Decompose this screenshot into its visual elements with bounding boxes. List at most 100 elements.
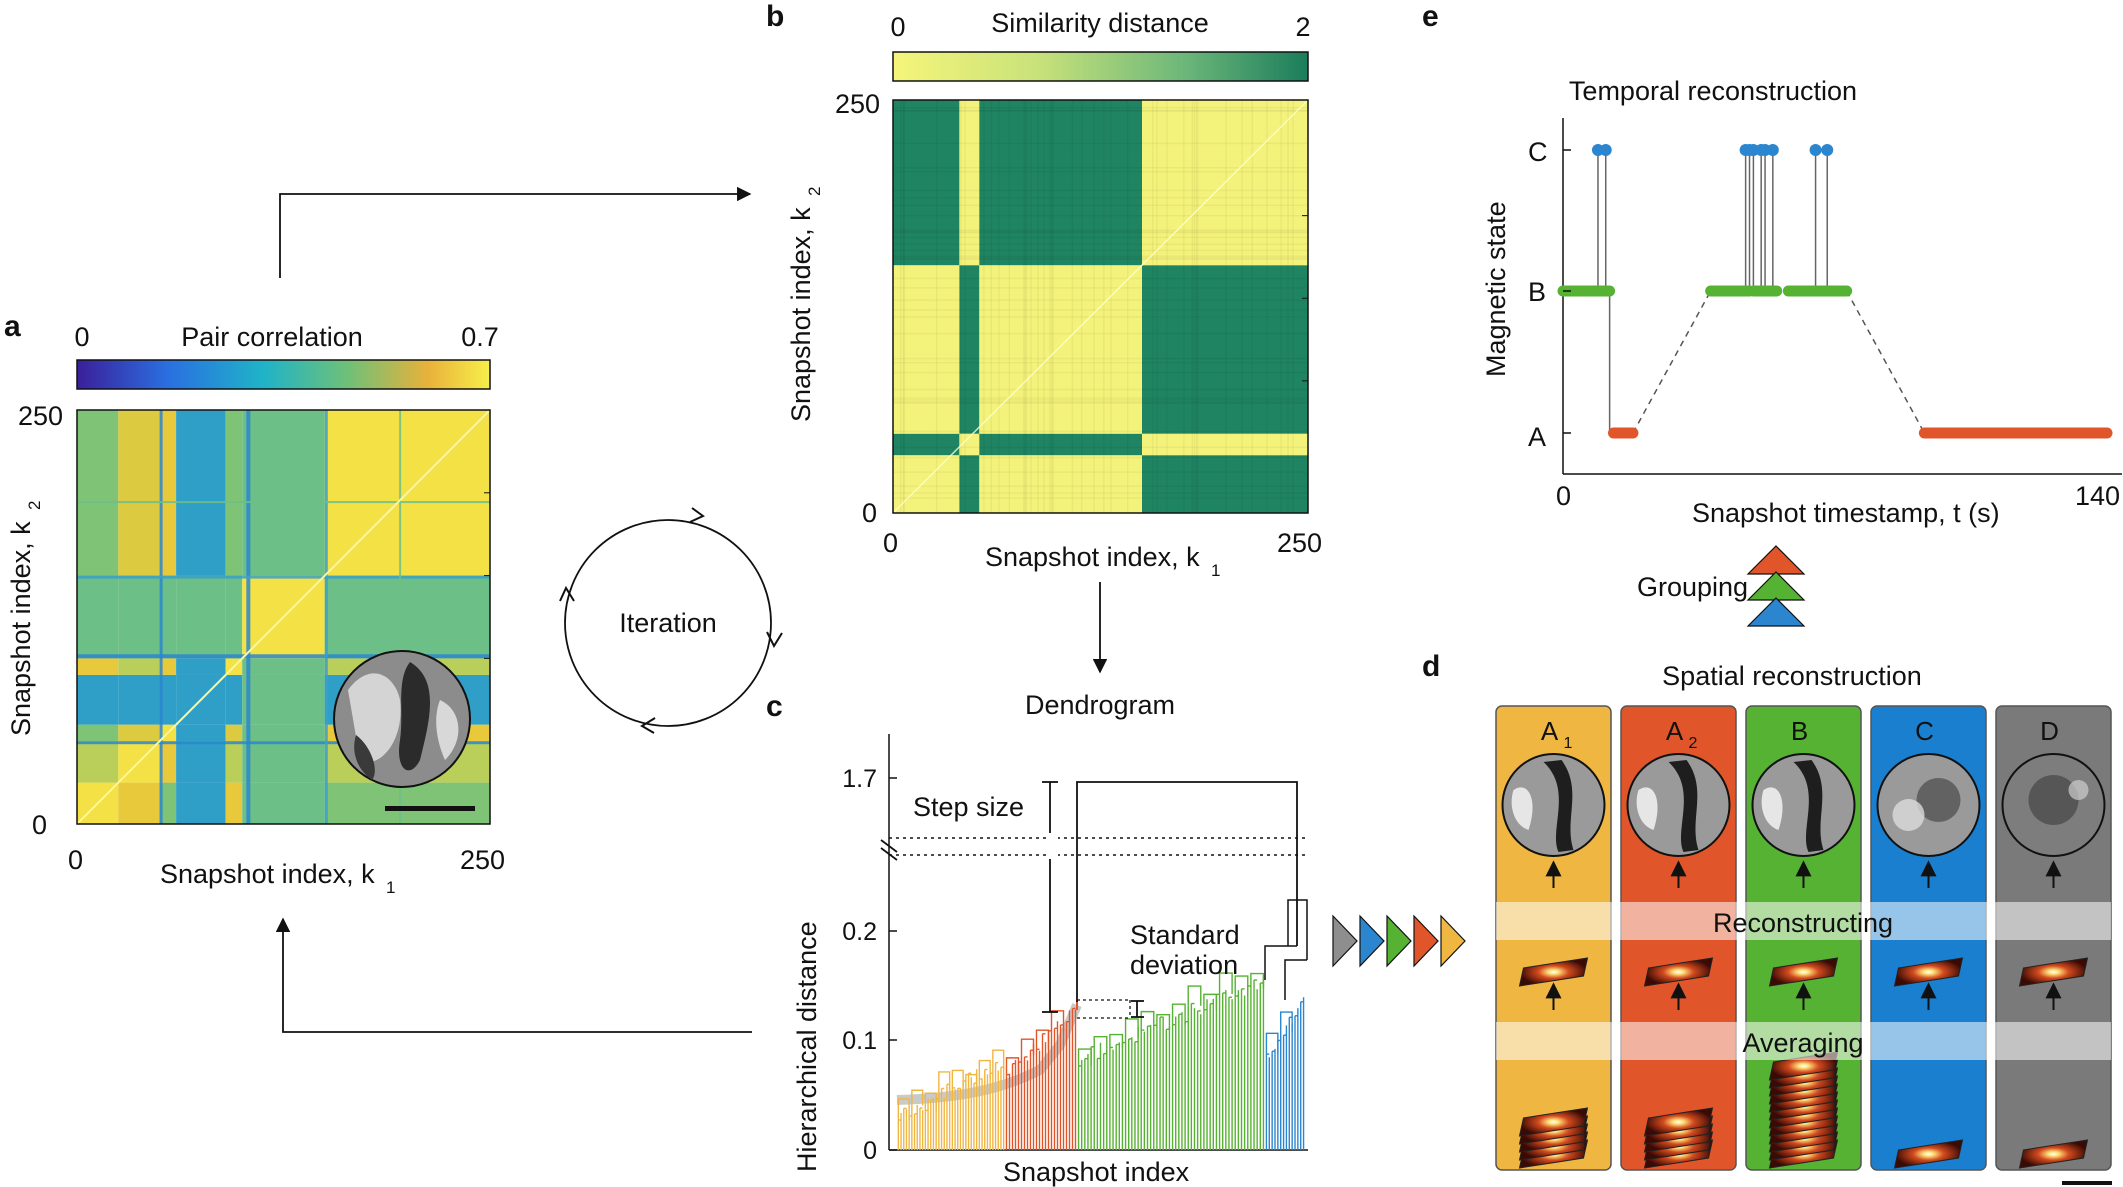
heatmap-texture <box>893 497 1308 499</box>
cluster-chevrons <box>1332 914 1466 968</box>
heatmap-texture <box>900 100 902 513</box>
reconstruction-domain <box>1916 778 1961 822</box>
colorbar-b <box>892 51 1309 82</box>
heatmap-cell <box>893 100 960 266</box>
heatmap-texture <box>893 249 1308 252</box>
diffraction-stack-layer <box>1893 1139 1964 1169</box>
heatmap-cell <box>176 741 226 783</box>
reconstruction-image <box>1626 753 1731 857</box>
heatmap-texture <box>893 214 1308 217</box>
reconstruction-domain <box>2028 775 2079 825</box>
heatmap-texture <box>1071 100 1074 513</box>
temporal-plot <box>1557 144 2113 439</box>
heatmap-cell <box>118 782 160 824</box>
heatmap-texture <box>893 316 1308 318</box>
heatmap-texture <box>893 142 1308 145</box>
heatmap-cell <box>118 724 160 742</box>
heatmap-b-frame <box>892 99 1309 514</box>
heatmap-texture <box>1152 100 1154 513</box>
arrow-a-to-b <box>279 186 752 278</box>
heatmap-texture <box>893 258 1308 261</box>
heatmap-texture <box>1196 100 1199 513</box>
heatmap-texture <box>893 402 1308 404</box>
heatmap-texture <box>893 109 1308 112</box>
x-axis-sub-b: 1 <box>1211 561 1220 580</box>
heatmap-texture <box>1043 100 1045 513</box>
heatmap-cell <box>225 575 243 659</box>
reconstruction-image <box>1501 753 1606 857</box>
dendrogram-link <box>951 1069 964 1088</box>
state-point-c <box>1809 144 1822 156</box>
heatmap-texture <box>1103 100 1105 513</box>
heatmap-streak <box>77 741 490 745</box>
heatmap-cell <box>159 782 177 824</box>
gap-connector <box>1845 290 1926 434</box>
heatmap-diagonal <box>893 100 1308 513</box>
heatmap-cell <box>1142 265 1308 434</box>
heatmap-texture <box>1225 100 1227 513</box>
panel-label-e: e <box>1422 0 1439 33</box>
diffraction-stack-layer <box>2018 1139 2089 1169</box>
heatmap-cell <box>176 575 226 659</box>
heatmap-texture <box>1280 100 1282 513</box>
heatmap-cell <box>176 410 226 576</box>
heatmap-cell <box>77 674 119 725</box>
heatmap-texture <box>903 100 905 513</box>
heatmap-cell <box>1142 455 1308 513</box>
dendrogram-link <box>1050 1010 1065 1032</box>
x-tick-b-min: 0 <box>883 528 898 558</box>
averaging-band <box>1496 1022 2111 1060</box>
temporal-y-label: Magnetic state <box>1481 201 1511 377</box>
std-deviation-marker <box>1077 999 1144 1019</box>
panel-label-b: b <box>766 0 784 33</box>
heatmap-texture <box>893 361 1308 364</box>
heatmap-cell <box>118 410 160 576</box>
heatmap-texture <box>893 397 1308 399</box>
averaging-label: Averaging <box>1742 1028 1863 1058</box>
iteration-label: Iteration <box>619 608 717 638</box>
y-tick-label: 0.2 <box>842 918 877 946</box>
heatmap-texture <box>1037 100 1039 513</box>
heatmap-texture <box>893 189 1308 192</box>
x-tick-a-min: 0 <box>68 845 83 875</box>
heatmap-cell <box>77 741 119 783</box>
heatmap-texture <box>893 196 1308 199</box>
heatmap-cell <box>176 724 226 742</box>
std-label-line-1: Standard <box>1130 920 1240 950</box>
heatmap-streak <box>77 654 490 659</box>
heatmap-texture <box>893 371 1308 374</box>
colorbar-a-min: 0 <box>74 322 89 352</box>
heatmap-texture <box>893 388 1308 391</box>
heatmap-texture <box>893 257 1308 259</box>
panel-e: e Temporal reconstruction C B A 0 140 Sn… <box>1422 0 2122 528</box>
heatmap-cell <box>225 410 243 576</box>
heatmap-cell <box>159 575 177 659</box>
dendrogram-link <box>897 1098 910 1120</box>
dendrogram-link <box>1280 1011 1293 1032</box>
spatial-column-label: C <box>1915 716 1934 746</box>
dendrogram-link <box>1187 985 1202 1006</box>
heatmap-streak <box>399 410 402 824</box>
heatmap-texture <box>893 287 1308 289</box>
heatmap-texture <box>893 471 1308 473</box>
y-axis-label-a: Snapshot index, k <box>6 521 36 736</box>
heatmap-texture <box>893 456 1308 459</box>
spatial-column-label: D <box>2040 716 2059 746</box>
spatial-column-label: B <box>1791 716 1808 746</box>
heatmap-cell <box>242 410 325 576</box>
heatmap-texture <box>990 100 992 513</box>
heatmap-b <box>893 100 1308 513</box>
diffraction-pattern <box>2018 957 2089 987</box>
heatmap-texture <box>893 107 1308 109</box>
heatmap-cell <box>242 658 325 675</box>
dendrogram-link <box>1124 1018 1139 1038</box>
scale-bar-a <box>385 806 475 811</box>
heatmap-texture <box>983 100 985 513</box>
y-tick-label: 0.1 <box>842 1027 877 1055</box>
diffraction-pattern <box>1893 957 1964 987</box>
x-tick-b-max: 250 <box>1277 528 1322 558</box>
dendrogram-link <box>1250 972 1265 989</box>
x-tick-a-max: 250 <box>460 845 505 875</box>
dendrogram-link <box>1140 1010 1155 1031</box>
